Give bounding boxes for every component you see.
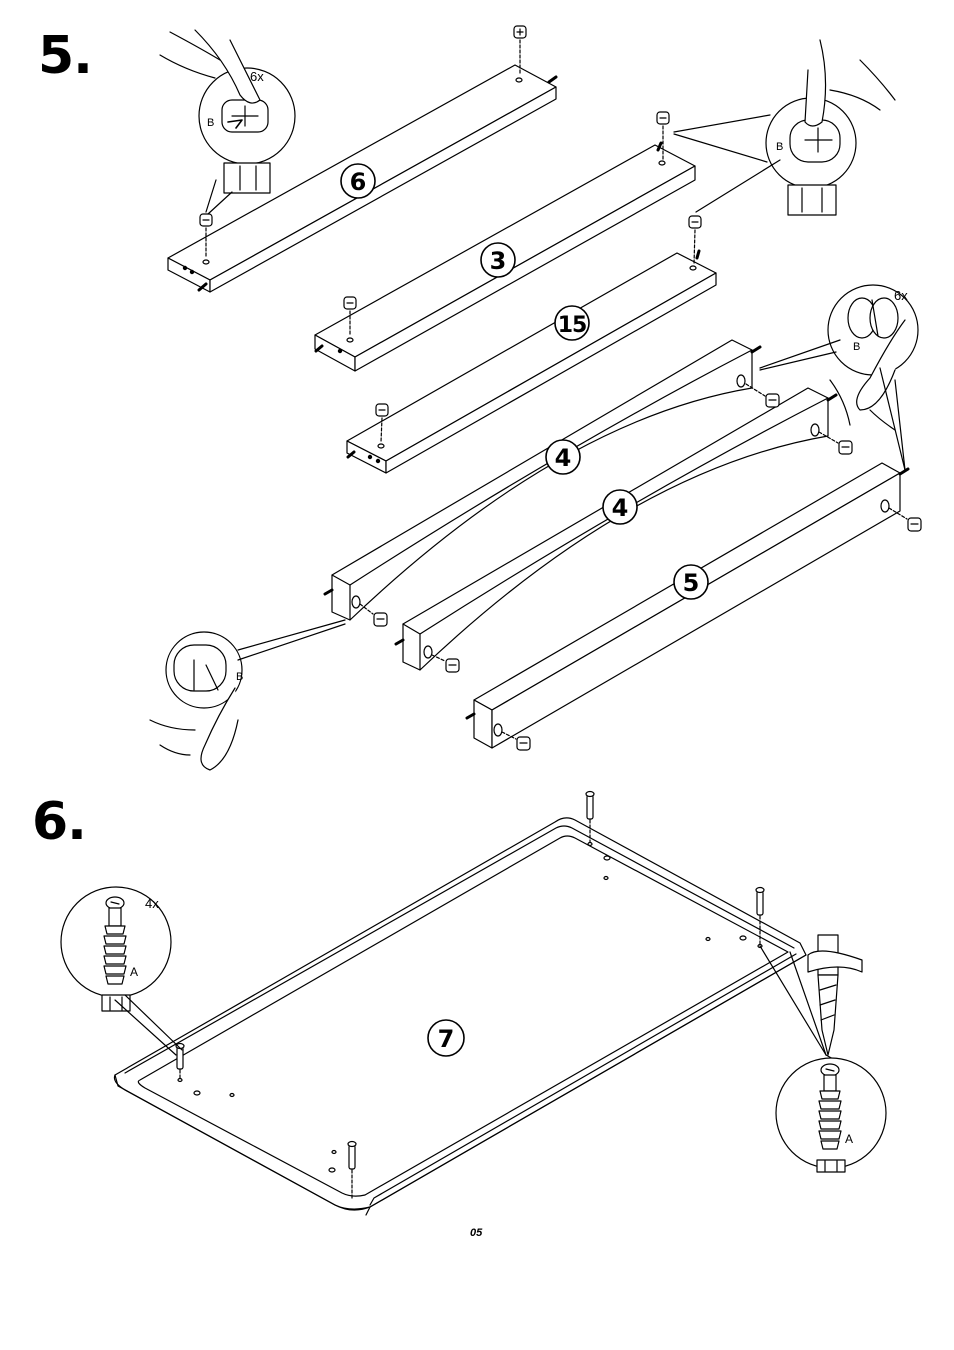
cam-letter-label-top-right: B <box>776 141 783 153</box>
cam-lock-icon <box>766 394 779 407</box>
panel-7 <box>114 818 806 1215</box>
cam-lock-icon <box>374 613 387 626</box>
part-number-5: 5 <box>683 569 700 597</box>
cam-lock-icon <box>344 297 356 309</box>
callout-cam-bottom-left <box>150 620 345 770</box>
page-number: 05 <box>470 1227 482 1239</box>
cam-count-label-top-left: 6x <box>250 69 264 84</box>
dowel-icon <box>348 1142 356 1170</box>
rail-5 <box>467 463 908 748</box>
part-number-6: 6 <box>350 168 367 196</box>
part-number-7: 7 <box>438 1025 455 1053</box>
cam-lock-icon <box>657 112 669 124</box>
cam-lock-icon <box>839 441 852 454</box>
callout-cam-top-right <box>674 40 895 215</box>
callout-dowel-left <box>61 887 182 1055</box>
dowel-letter-label-left: A <box>130 965 138 979</box>
dowel-count-label-left: 4x <box>145 896 159 911</box>
cam-count-label-right: 6x <box>894 288 908 303</box>
dowel-icon <box>756 888 764 916</box>
callout-cam-top-left <box>160 30 295 214</box>
part-number-3: 3 <box>490 247 507 275</box>
cam-lock-icon <box>517 737 530 750</box>
cam-letter-label-bottom-left: B <box>236 671 243 683</box>
cam-lock-icon <box>200 214 212 226</box>
cam-lock-icon <box>514 26 526 38</box>
rail-15 <box>347 251 716 473</box>
part-number-4b: 4 <box>612 494 629 522</box>
part-number-15: 15 <box>558 313 587 338</box>
dowel-icon <box>586 792 594 820</box>
cam-lock-icon <box>908 518 921 531</box>
cam-letter-label-top-left: B <box>207 117 214 129</box>
callout-dowel-right <box>776 1058 886 1172</box>
dowel-letter-label-right: A <box>845 1132 853 1146</box>
cam-lock-icon <box>689 216 701 228</box>
cam-lock-icon <box>376 404 388 416</box>
cam-lock-icon <box>446 659 459 672</box>
cam-letter-label-right: B <box>853 341 860 353</box>
part-number-4a: 4 <box>555 444 572 472</box>
